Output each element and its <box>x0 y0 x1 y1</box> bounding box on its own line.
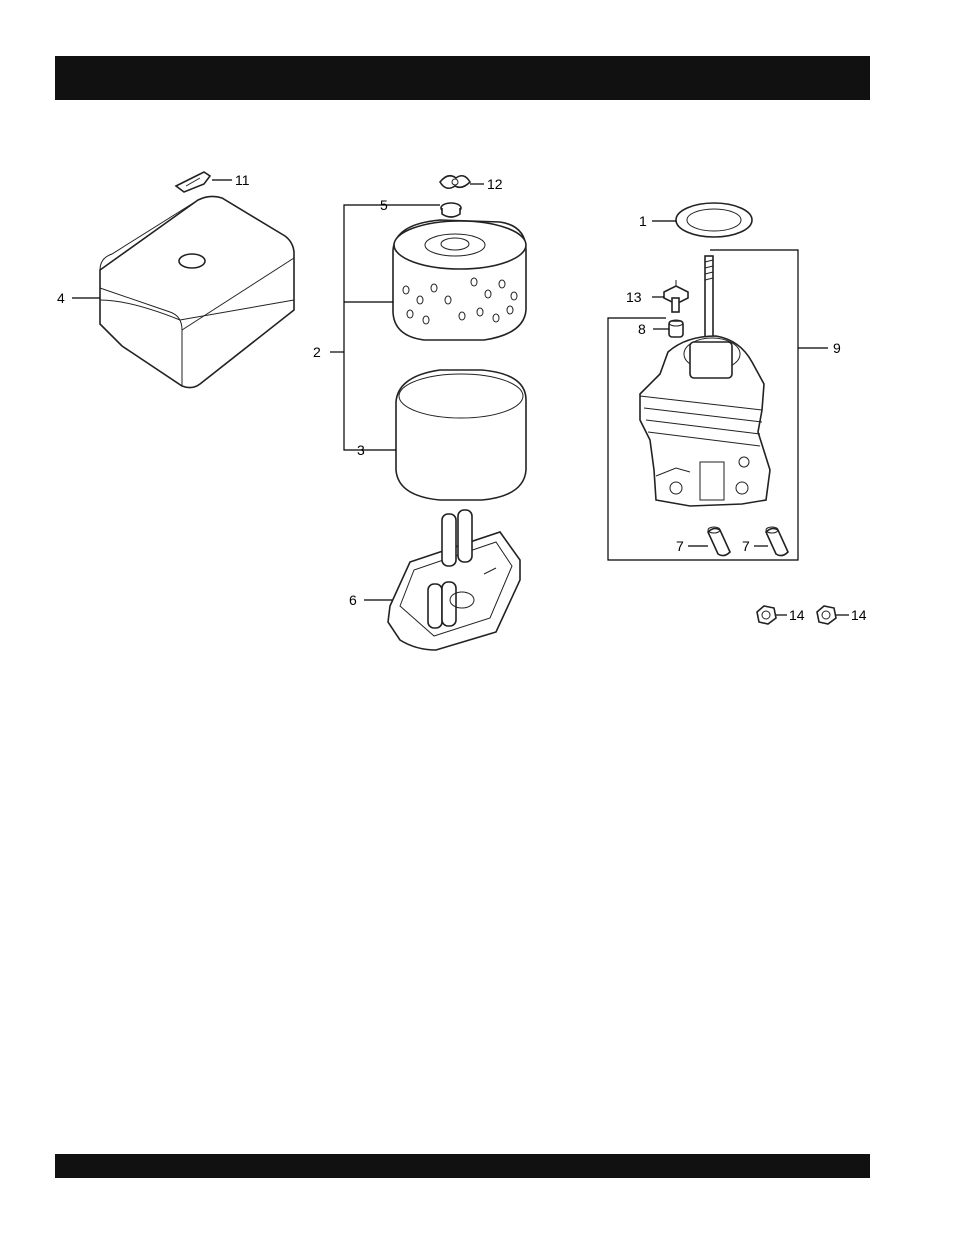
callout-14b: 14 <box>851 607 867 623</box>
part-2-filter-element <box>393 220 526 340</box>
callout-14a: 14 <box>789 607 805 623</box>
callout-1: 1 <box>639 213 647 229</box>
callout-8: 8 <box>638 321 646 337</box>
callout-4: 4 <box>57 290 65 306</box>
part-6-base <box>388 510 520 650</box>
callout-12: 12 <box>487 176 503 192</box>
bracket-2-3 <box>330 205 396 450</box>
callout-7b: 7 <box>742 538 750 554</box>
part-1-gasket <box>676 203 752 237</box>
part-8-collar <box>669 320 683 337</box>
part-13-bolt <box>664 280 688 312</box>
callout-11: 11 <box>235 172 250 188</box>
part-3-foam-element <box>396 370 526 500</box>
part-11-clip <box>176 172 210 192</box>
callout-13: 13 <box>626 289 642 305</box>
part-14-nut-a <box>757 606 776 624</box>
part-9-elbow-case <box>640 256 770 506</box>
callout-2: 2 <box>313 344 321 360</box>
part-5-grommet <box>441 203 461 217</box>
part-4-cover <box>100 196 294 387</box>
callout-3: 3 <box>357 442 365 458</box>
part-14-nut-b <box>817 606 836 624</box>
callout-6: 6 <box>349 592 357 608</box>
callout-7a: 7 <box>676 538 684 554</box>
callout-9: 9 <box>833 340 841 356</box>
part-12-wing-nut <box>440 176 470 189</box>
